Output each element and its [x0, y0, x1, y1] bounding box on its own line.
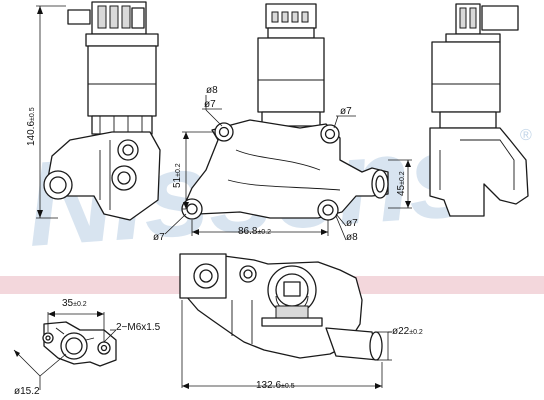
callout-hole-dia-8-top: ø8: [206, 85, 218, 96]
dimension-hole-spacing: 86.8±0.2: [191, 220, 329, 237]
hole-callouts: ø8 ø7 ø7 ø7 ø7 ø8: [153, 85, 358, 243]
inlet-dia-label: ø15.2: [14, 386, 40, 397]
dimension-height-value: 140.6±0.5: [26, 107, 37, 146]
callout-hole-dia-7-top: ø7: [204, 99, 216, 110]
dimension-pipe-dia-value: ø22±0.2: [392, 326, 423, 337]
egr-valve-bottom-view: [179, 253, 383, 361]
dimension-outlet-height-value: 45±0.2: [396, 171, 407, 196]
dimension-flange-height: 51±0.2: [172, 131, 214, 210]
dimension-flange-width-value: 35±0.2: [62, 298, 87, 309]
dimension-flange-width: 35±0.2: [47, 298, 105, 342]
callout-hole-dia-8-bottom: ø8: [346, 232, 358, 243]
callout-inlet-diameter: ø15.2: [13, 349, 67, 397]
callout-hole-dia-7-right: ø7: [340, 106, 352, 117]
dimension-hole-spacing-value: 86.8±0.2: [238, 226, 271, 237]
dimension-total-height: 140.6±0.5: [26, 5, 66, 219]
dimension-outlet-height: 45±0.2: [388, 159, 412, 209]
egr-valve-left-view: [43, 1, 161, 221]
thread-spec-label: 2−M6x1.5: [116, 322, 161, 333]
dimension-pipe-diameter: ø22±0.2: [376, 326, 423, 361]
watermark-registered: ®: [520, 127, 532, 144]
callout-hole-dia-7-left: ø7: [153, 232, 165, 243]
flange-detail-view: [42, 321, 117, 367]
callout-hole-dia-7-bottom: ø7: [346, 218, 358, 229]
dimension-flange-height-value: 51±0.2: [172, 163, 183, 188]
callout-thread: 2−M6x1.5: [103, 322, 161, 343]
dimension-total-width: 132.6±0.5: [181, 300, 383, 391]
egr-valve-side-view: [429, 3, 529, 217]
egr-valve-front-view: [181, 3, 389, 221]
dimension-total-width-value: 132.6±0.5: [256, 380, 295, 391]
